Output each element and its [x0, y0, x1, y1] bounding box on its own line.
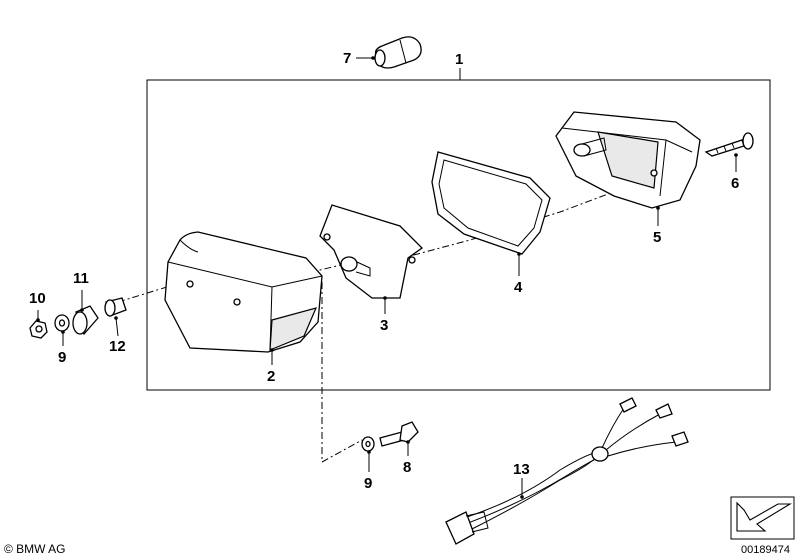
screw — [704, 132, 754, 157]
bulb — [374, 36, 422, 69]
callout-2: 2 — [267, 368, 275, 385]
diagram-code: 00189474 — [741, 544, 790, 556]
callout-3: 3 — [380, 317, 388, 334]
callout-1: 1 — [455, 51, 463, 68]
light-housing — [555, 111, 701, 209]
callout-4: 4 — [514, 279, 523, 296]
callout-12: 12 — [109, 338, 126, 355]
nut — [29, 320, 48, 339]
callout-8: 8 — [403, 459, 411, 476]
wiring-harness — [445, 397, 689, 545]
callout-9-bottom: 9 — [364, 475, 372, 492]
bolt — [379, 421, 419, 447]
washer-bottom — [361, 436, 375, 452]
callout-13: 13 — [513, 461, 530, 478]
callout-11: 11 — [73, 270, 89, 287]
direction-arrow-icon — [730, 496, 795, 540]
washer-left — [54, 314, 70, 332]
assembly-frame — [146, 79, 771, 391]
callout-9-left: 9 — [58, 349, 66, 366]
mounting-plate — [319, 204, 424, 299]
callout-5: 5 — [653, 229, 661, 246]
leader-lines — [36, 56, 738, 499]
copyright-text: © BMW AG — [4, 542, 66, 556]
callout-7: 7 — [343, 50, 351, 67]
spacer-sleeve — [104, 297, 127, 317]
callout-6: 6 — [731, 175, 739, 192]
rubber-bushing — [72, 305, 99, 336]
mounting-axis-line — [321, 282, 363, 463]
tail-light-lens — [164, 231, 323, 353]
gasket — [431, 151, 551, 255]
callout-10: 10 — [29, 290, 46, 307]
